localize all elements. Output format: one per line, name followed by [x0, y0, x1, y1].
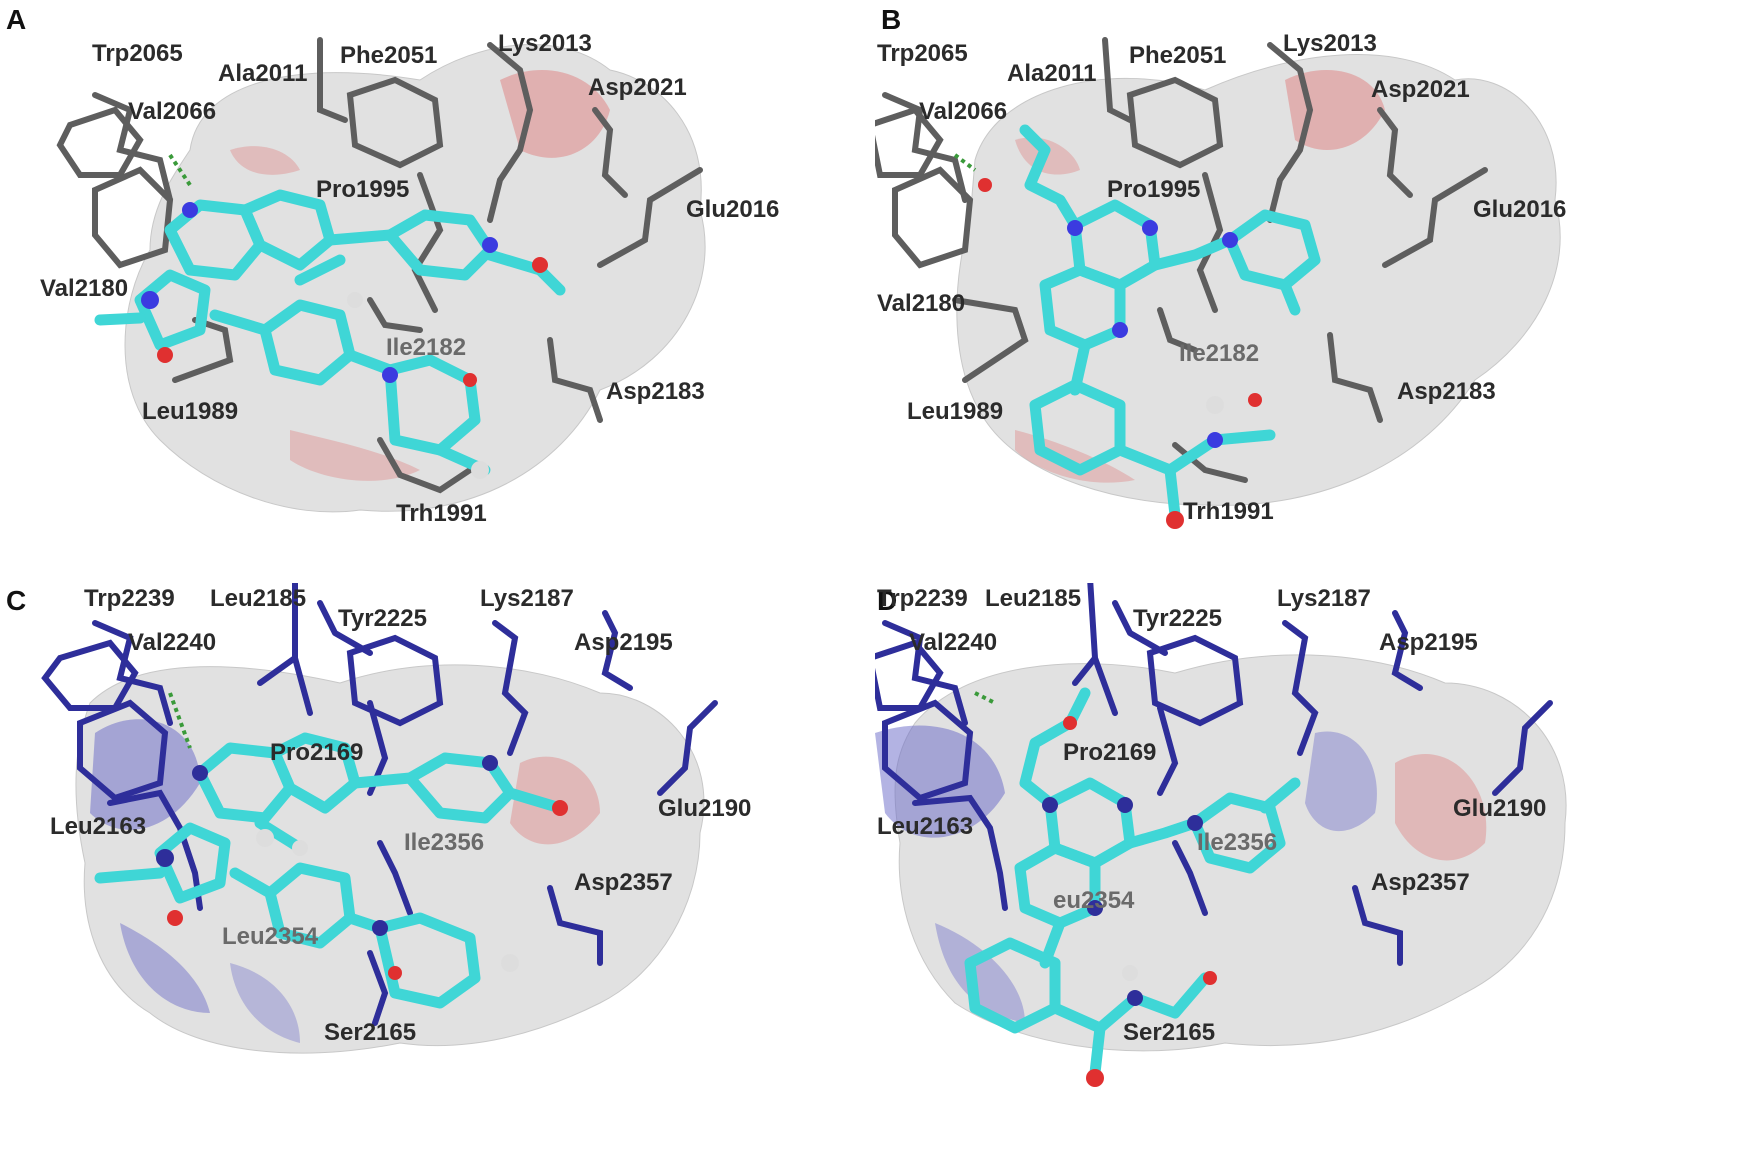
- residue-label: Val2066: [919, 98, 1008, 125]
- residue-label: Leu1989: [907, 398, 1004, 425]
- residue-label: Ser2165: [324, 1019, 417, 1046]
- residue-label: Tyr2225: [1133, 605, 1222, 632]
- residue-label: Asp2021: [588, 74, 687, 101]
- residue-label: Leu1989: [142, 398, 239, 425]
- residue-label: Ala2011: [1007, 60, 1097, 87]
- residue-label: Asp2021: [1371, 76, 1470, 103]
- residue-label: Val2240: [128, 629, 217, 656]
- panel-d: D Trp2239 Leu2185 Tyr2225 Lys2187 Val224…: [875, 583, 1750, 1166]
- residue-label: Pro2169: [1063, 739, 1157, 766]
- residue-label: Lys2013: [1283, 30, 1377, 57]
- residue-label: Lys2013: [498, 30, 592, 57]
- residue-label: Lys2187: [480, 585, 574, 612]
- residue-label: Tyr2225: [338, 605, 427, 632]
- residue-label: Leu2185: [985, 585, 1082, 612]
- panel-c-structure: [41, 583, 718, 1054]
- residue-label: Ile2356: [1197, 829, 1278, 856]
- residue-label: Asp2195: [574, 629, 673, 656]
- residue-label: Ala2011: [218, 60, 308, 87]
- residue-label: Asp2357: [574, 869, 673, 896]
- residue-label: Pro1995: [1107, 176, 1201, 203]
- panel-d-structure: [875, 583, 1567, 1087]
- residue-label: Asp2357: [1371, 869, 1470, 896]
- residue-label: Leu2163: [50, 813, 147, 840]
- residue-label: Leu2163: [877, 813, 974, 840]
- residue-label: Asp2183: [606, 378, 705, 405]
- residue-label: Glu2016: [686, 196, 780, 223]
- residue-label: Trh1991: [396, 500, 487, 527]
- panel-label: D: [877, 585, 898, 616]
- residue-label: Pro2169: [270, 739, 364, 766]
- residue-label: Phe2051: [340, 42, 438, 69]
- residue-label: Val2180: [877, 290, 966, 317]
- panel-a-structure: [56, 37, 706, 513]
- residue-label: Trh1991: [1183, 498, 1274, 525]
- residue-label: Ile2356: [404, 829, 485, 856]
- panel-b: B Trp2065 Ala2011 Phe2051 Lys2013 Val206…: [875, 0, 1750, 583]
- residue-label: Ile2182: [1179, 340, 1260, 367]
- residue-label: Val2180: [40, 275, 129, 302]
- panel-label: A: [6, 4, 27, 35]
- residue-label: Val2066: [128, 98, 217, 125]
- residue-label: Glu2190: [658, 795, 752, 822]
- residue-label: Glu2190: [1453, 795, 1547, 822]
- panel-label: C: [6, 585, 27, 616]
- residue-label: Asp2195: [1379, 629, 1478, 656]
- residue-label: Lys2187: [1277, 585, 1371, 612]
- residue-label: Leu2185: [210, 585, 307, 612]
- residue-label: Leu2354: [222, 923, 319, 950]
- residue-label: Trp2065: [877, 40, 968, 67]
- residue-label: eu2354: [1053, 887, 1135, 914]
- panel-b-structure: [875, 37, 1561, 529]
- residue-label: Val2240: [909, 629, 998, 656]
- residue-label: Trp2239: [877, 585, 968, 612]
- residue-label: Ser2165: [1123, 1019, 1216, 1046]
- panel-a: A Trp2065 Ala2011 Phe2051 Lys2013 Val206…: [0, 0, 875, 583]
- panel-c: C Trp2239 Leu2185 Tyr2225 Lys2187 Val224…: [0, 583, 875, 1166]
- residue-label: Glu2016: [1473, 196, 1567, 223]
- residue-label: Phe2051: [1129, 42, 1227, 69]
- residue-label: Pro1995: [316, 176, 410, 203]
- panel-label: B: [881, 4, 902, 35]
- residue-label: Asp2183: [1397, 378, 1496, 405]
- residue-label: Trp2065: [92, 40, 183, 67]
- residue-label: Trp2239: [84, 585, 175, 612]
- residue-label: Ile2182: [386, 334, 467, 361]
